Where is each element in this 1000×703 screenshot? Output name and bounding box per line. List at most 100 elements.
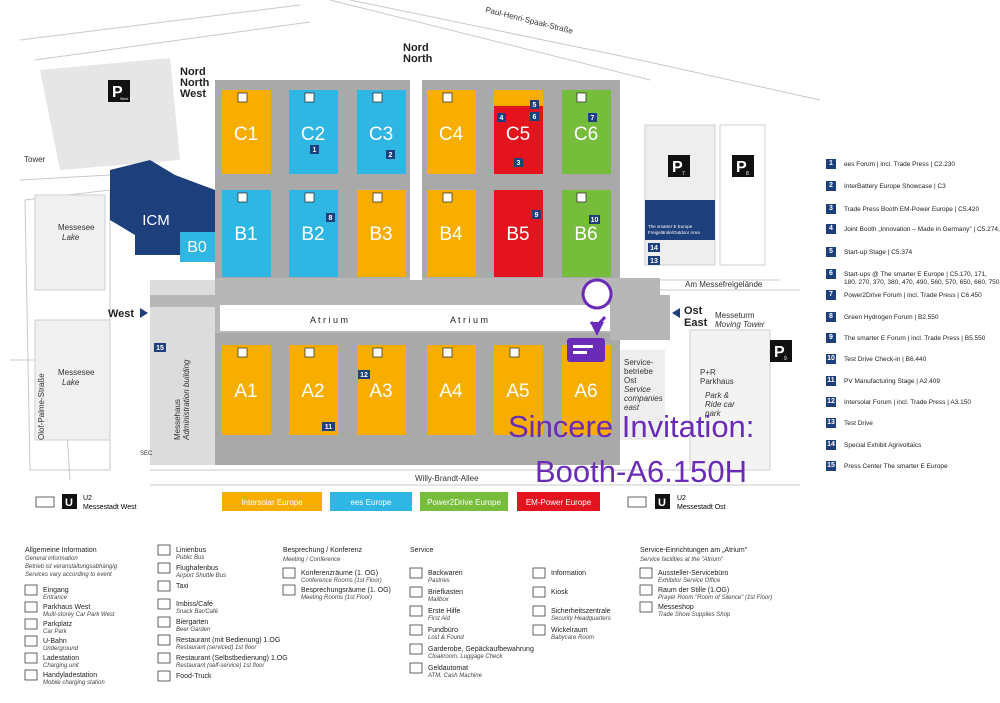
numbered-legend-text: Start-up Stage | C5.374 [844,248,913,256]
badge-9: 9 [535,212,539,219]
legend-icon [24,618,38,630]
hall-label-c4: C4 [439,124,464,145]
numbered-legend-badge: 5 [826,247,836,257]
chat-bubble-icon [567,338,605,362]
outdoor-area[interactable] [645,200,715,240]
color-key-label: Power2Drive Europe [427,498,501,507]
color-key-label: ees Europe [351,498,392,507]
legend-service: Service BackwarenPastriesBriefkastenMail… [409,547,611,679]
legend-icon [532,567,546,579]
numbered-legend-text: PV Manufacturing Stage | A2.409 [844,377,941,385]
messeturm-1: Messeturm [715,311,755,320]
hall-c6[interactable] [562,90,611,174]
hall-label-a6: A6 [574,381,597,402]
hall-b4[interactable] [427,190,476,277]
sec-label: SEC [140,451,153,457]
hall-a2[interactable] [289,345,338,435]
legend-item-de: Aussteller-Servicebüro [658,570,729,577]
east-arrow-icon [672,308,680,318]
ubahn-west-icon [62,494,77,509]
legend-item-en: Mobile charging station [43,680,105,686]
parking-8-num: 8 [746,171,749,177]
badge-14: 14 [650,245,658,252]
color-key-swatch [420,492,508,511]
legend-item-de: Parkhaus West [43,604,90,611]
hall-c1[interactable] [222,90,271,174]
numbered-legend-badge: 6 [826,269,836,279]
badge-12: 12 [360,372,368,379]
numbered-legend-badge: 3 [826,204,836,214]
hall-c4[interactable] [427,90,476,174]
hall-label-c5: C5 [506,124,530,145]
messeturm-2: Moving Tower [715,320,765,329]
legend-item-de: Taxi [176,583,189,590]
hall-b5[interactable] [494,190,543,277]
corridors [150,80,670,465]
numbered-legend-badge: 10 [826,354,836,364]
color-key-swatch [517,492,600,511]
numbered-legend-text: Special Exhibit Agrivoltaics [844,441,922,449]
legend-item-de: Eingang [43,587,69,594]
legend-item-en: Prayer Room "Room of Silence" (1st Floor… [658,595,772,601]
hall-label-a4: A4 [439,381,463,402]
color-key-swatch [222,492,322,511]
west-arrow-icon [140,308,148,318]
legend-item-en: Entrance [43,595,68,601]
hall-b2[interactable] [289,190,338,277]
entrance-n-2: North [403,53,433,65]
numbered-legend-badge: 2 [826,181,836,191]
legend-icon [409,624,423,636]
legend-item-de: Food-Truck [176,673,212,680]
legend-item-de: Biergarten [176,619,208,626]
numbered-legend-badge: 8 [826,312,836,322]
hall-label-b0: B0 [187,239,207,256]
legend-icon [282,567,296,579]
hall-a5[interactable] [494,345,543,435]
hall-label-a1: A1 [234,381,257,402]
legend-atrium-title-en: Service facilities at the "Atrium" [640,557,724,563]
hall-label-c2: C2 [301,124,325,145]
hall-a1[interactable] [222,345,271,435]
ubahn-west: U U2 Messestadt West [35,494,137,511]
legend-item-en: Cloakroom, Luggage Check [428,654,503,660]
street-olof-palme: Olof-Palme-Straße [37,373,46,440]
parking-9-num: 9 [784,356,787,362]
numbered-legend-text: Test Drive Check-in | B6.440 [844,355,927,363]
hall-b3[interactable] [357,190,406,277]
numbered-legend-text: Press Center The smarter E Europe [844,462,948,470]
numbered-legend-text: Trade Press Booth EM-Power Europe | C5.4… [844,205,980,213]
legend-item-en: Conference Rooms (1st Floor) [301,578,382,584]
numbered-legend-badge: 14 [826,440,836,450]
hall-label-a5: A5 [506,381,529,402]
entrance-nw-1: Nord [180,66,206,78]
pr-2: Parkhaus [700,377,734,386]
numbered-legend-text: Test Drive [844,419,873,427]
entrance-nw-2: North [180,77,210,89]
hall-a3[interactable] [357,345,406,435]
legend-item-de: Geldautomat [428,665,468,672]
messehaus-2: Administration building [182,359,191,441]
legend-meeting-title-en: Meeting / Conference [283,557,341,563]
hall-c2[interactable] [289,90,338,174]
hall-b0[interactable] [180,232,215,262]
legend-general-sub-en: Services vary according to event [25,572,112,578]
legend-item-en: First Aid [428,616,450,622]
hall-b1[interactable] [222,190,271,277]
legend-meeting-title-de: Besprechung / Konferenz [283,547,362,554]
pr-3: Park & [705,391,729,400]
messehaus-1: Messehaus [173,399,182,440]
hall-c3[interactable] [357,90,406,174]
lake-2-en: Lake [62,378,80,387]
legend-item-de: Messeshop [658,604,694,611]
badge-11: 11 [325,424,333,431]
numbered-legend-badge: 9 [826,333,836,343]
street-am-messefreigelaende: Am Messefreigelände [685,280,763,289]
legend-atrium-title-de: Service-Einrichtungen am „Atrium" [640,547,748,554]
hall-a4[interactable] [427,345,476,435]
hall-b6[interactable] [562,190,611,277]
tower-label: Tower [24,155,46,164]
entrance-ost-2: East [684,317,708,329]
legend-item-de: Garderobe, Gepäckaufbewahrung [428,646,534,653]
badge-7: 7 [591,115,595,122]
